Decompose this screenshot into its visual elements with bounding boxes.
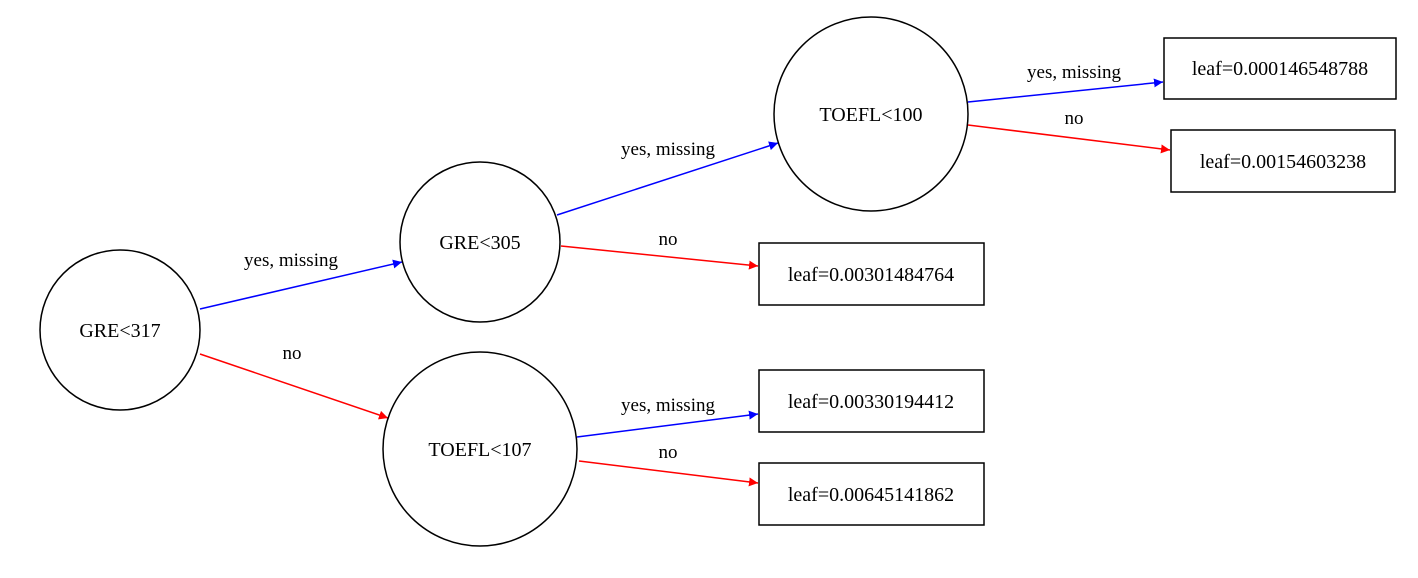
node-label-gre305: GRE<305 <box>439 232 520 254</box>
leaf-node-3: leaf=0.00301484764 <box>758 242 985 306</box>
edge-gre317-to-toefl107 <box>199 353 389 420</box>
edge-label-gre317-no: no <box>283 343 302 364</box>
leaf-label-2: leaf=0.00154603238 <box>1200 151 1366 173</box>
leaf-node-4: leaf=0.00330194412 <box>758 369 985 433</box>
edge-label-toefl107-yes: yes, missing <box>621 395 715 416</box>
edge-labels: yes, missing no yes, missing no yes, mis… <box>244 62 1121 463</box>
decision-node-toefl107: TOEFL<107 <box>382 351 578 547</box>
leaf-label-3: leaf=0.00301484764 <box>788 264 954 286</box>
leaf-label-1: leaf=0.000146548788 <box>1192 58 1368 80</box>
edge-label-gre317-yes: yes, missing <box>244 250 338 271</box>
edge-toefl107-to-leaf5 <box>578 460 759 487</box>
edge-label-gre305-yes: yes, missing <box>621 139 715 160</box>
edge-label-gre305-no: no <box>659 229 678 250</box>
node-label-gre317: GRE<317 <box>79 320 160 342</box>
leaf-node-5: leaf=0.00645141862 <box>758 462 985 526</box>
decision-node-gre317: GRE<317 <box>39 249 201 411</box>
edge-gre305-to-leaf3 <box>560 245 759 270</box>
decision-node-gre305: GRE<305 <box>399 161 561 323</box>
edge-gre305-to-toefl100 <box>556 141 779 216</box>
node-label-toefl100: TOEFL<100 <box>819 104 922 126</box>
leaf-label-5: leaf=0.00645141862 <box>788 484 954 506</box>
leaf-node-1: leaf=0.000146548788 <box>1163 37 1397 100</box>
edge-label-toefl100-no: no <box>1065 108 1084 129</box>
node-label-toefl107: TOEFL<107 <box>428 439 531 461</box>
edge-toefl100-to-leaf2 <box>967 124 1171 154</box>
edge-toefl100-to-leaf1 <box>967 78 1164 103</box>
edge-label-toefl107-no: no <box>659 442 678 463</box>
leaf-label-4: leaf=0.00330194412 <box>788 391 954 413</box>
decision-node-toefl100: TOEFL<100 <box>773 16 969 212</box>
edge-label-toefl100-yes: yes, missing <box>1027 62 1121 83</box>
edge-gre317-to-gre305 <box>199 259 403 310</box>
leaf-node-2: leaf=0.00154603238 <box>1170 129 1396 193</box>
edges <box>199 78 1171 487</box>
edge-toefl107-to-leaf4 <box>576 410 759 438</box>
